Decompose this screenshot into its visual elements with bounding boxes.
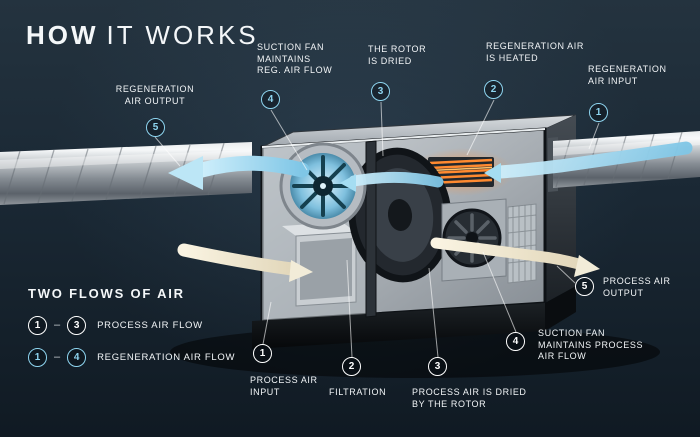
legend-row-process: 1 – 3 PROCESS AIR FLOW [28,314,235,336]
machine-base-side [545,286,576,331]
label-regen-fan: SUCTION FAN MAINTAINS REG. AIR FLOW [257,42,333,75]
legend-regen-start-badge: 1 [28,347,47,367]
legend-regen-label: REGENERATION AIR FLOW [97,351,236,363]
badge-process-dried: 3 [428,357,447,376]
filter-panel [507,203,537,284]
page-title-bold: HOW [26,20,99,50]
badge-regen-fan: 4 [261,90,280,109]
badge-process-input: 1 [253,344,272,363]
legend-regen-end-badge: 4 [67,347,87,367]
process-fan [441,198,507,282]
legend-process-start-badge: 1 [28,315,47,335]
legend-process-end-badge: 3 [67,315,87,335]
label-process-input: PROCESS AIR INPUT [250,375,318,397]
machine-base [252,303,545,349]
badge-regen-input: 1 [589,103,608,122]
process-airflow-arrows [177,237,600,282]
badge-filtration: 2 [342,357,361,376]
label-filtration: FILTRATION [329,387,387,397]
badge-process-fan: 4 [506,332,525,351]
label-regen-input: REGENERATION AIR INPUT [588,64,667,86]
rotor-divider [365,140,377,318]
legend-heading: TWO FLOWS OF AIR [28,286,185,301]
legend-process-dash: – [54,319,61,331]
label-process-fan: SUCTION FAN MAINTAINS PROCESS AIR FLOW [538,328,644,361]
legend-row-regeneration: 1 – 4 REGENERATION AIR FLOW [28,346,235,368]
label-process-output: PROCESS AIR OUTPUT [603,276,671,298]
badge-process-output: 5 [575,277,594,296]
label-regen-heated: REGENERATION AIR IS HEATED [486,41,584,63]
legend-process-label: PROCESS AIR FLOW [97,319,203,331]
badge-rotor-dried: 3 [371,82,390,101]
page-title-rest: IT WORKS [106,20,259,50]
legend: TWO FLOWS OF AIR 1 – 3 PROCESS AIR FLOW … [28,286,235,378]
badge-regen-output: 5 [146,118,165,137]
label-process-dried: PROCESS AIR IS DRIED BY THE ROTOR [412,387,527,409]
badge-regen-heated: 2 [484,80,503,99]
legend-regen-dash: – [54,351,61,363]
regen-airflow-arrows [168,141,693,192]
left-duct [0,142,252,205]
leader-lines [154,99,600,358]
label-regen-output: REGENERATION AIR OUTPUT [115,84,195,106]
label-rotor-dried: THE ROTOR IS DRIED [368,44,427,66]
